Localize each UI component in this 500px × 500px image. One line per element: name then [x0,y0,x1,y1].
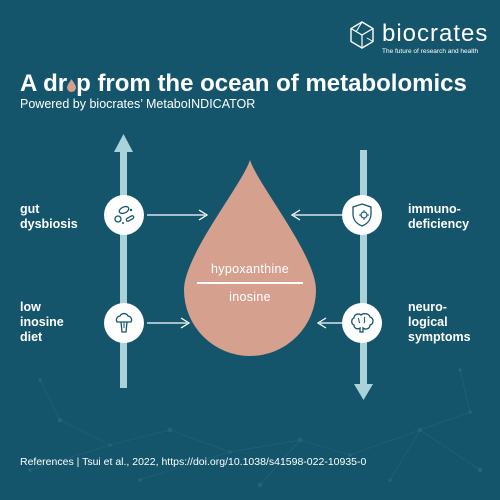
immuno-arrow-left [290,209,344,221]
ratio-divider [197,282,303,284]
down-arrow-head-icon [354,384,373,400]
neuro-arrow-left [316,317,344,329]
ratio-numerator: hypoxanthine [211,262,289,276]
diet-arrow-right [147,317,191,329]
brand-tagline: The future of research and health [382,48,479,55]
low-inosine-diet-badge [104,303,144,343]
up-arrow-head-icon [114,134,133,152]
right-vertical-arrow-shaft [360,150,367,386]
page-title: A dr p from the ocean of metabolomics [20,70,467,98]
immunodeficiency-label: immuno- deficiency [408,202,470,231]
hexagon-network-icon [350,21,374,49]
immunodeficiency-badge [342,195,382,235]
brain-icon [351,313,374,333]
title-part-1: A dr [20,70,68,97]
bacteria-icon [114,205,135,224]
central-drop-shape [184,160,316,356]
gut-arrow-right [147,209,209,221]
brand-name: biocrates [382,20,489,47]
neurological-symptoms-label: neuro- logical symptoms [408,300,471,344]
low-inosine-diet-label: low inosine diet [20,300,64,344]
drop-letter-o-icon [67,79,77,92]
title-part-2: p from the ocean of metabolomics [76,70,467,97]
left-vertical-arrow-shaft [120,150,127,388]
shield-virus-icon [352,203,372,227]
neurological-symptoms-badge [342,303,382,343]
brand-logo: biocrates The future of research and hea… [348,14,488,58]
gut-dysbiosis-badge [104,195,144,235]
subtitle: Powered by biocrates’ MetaboINDICATOR [20,97,256,111]
ratio-denominator: inosine [229,290,271,304]
broccoli-icon [115,312,133,333]
reference-text: References | Tsui et al., 2022, https://… [20,456,367,468]
gut-dysbiosis-label: gut dysbiosis [20,202,78,231]
